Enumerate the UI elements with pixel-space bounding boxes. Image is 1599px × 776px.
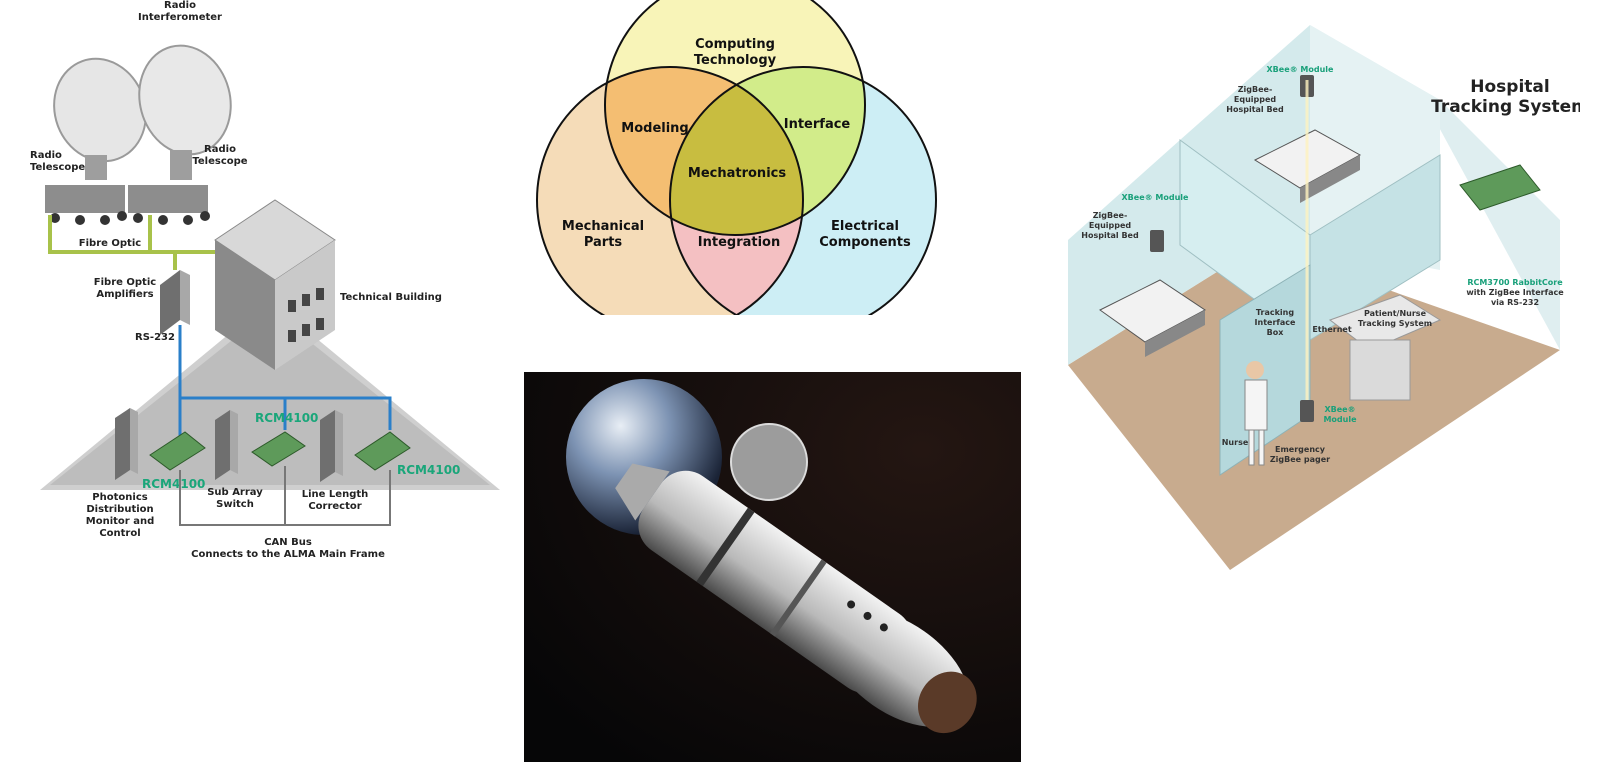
bed-left-label-1: ZigBee- xyxy=(1093,211,1128,220)
bed-top-label-2: Equipped xyxy=(1234,95,1277,104)
electrical-label-2: Components xyxy=(819,235,911,250)
rcm-label-3: via RS-232 xyxy=(1491,298,1539,307)
alma-network-diagram: Fibre Optic Radio Interferometer Radio T… xyxy=(30,0,500,560)
rcm-board-left-icon xyxy=(149,431,206,471)
xbee-module-left-icon xyxy=(1150,230,1164,252)
can-bus-label-1: CAN Bus xyxy=(264,537,312,548)
interface-label: Interface xyxy=(784,117,851,132)
spacecraft-over-earth-icon xyxy=(524,372,1021,762)
fibre-optic-label: Fibre Optic xyxy=(79,238,141,249)
rcm-board-middle-icon xyxy=(251,431,306,467)
rcm-right-label: RCM4100 xyxy=(397,463,460,477)
photonics-label-4: Control xyxy=(99,528,140,539)
line-length-module-icon xyxy=(320,410,343,482)
spacecraft-hull-icon xyxy=(615,463,977,734)
fibre-optic-amplifier-icon xyxy=(160,270,190,335)
mechatronics-label: Mechatronics xyxy=(688,166,786,181)
nurse-label: Nurse xyxy=(1222,438,1249,447)
hospital-title-2: Tracking System xyxy=(1431,97,1580,117)
technical-building-label: Technical Building xyxy=(340,292,442,303)
mechanical-label-1: Mechanical xyxy=(562,219,644,234)
patient-nurse-label-2: Tracking System xyxy=(1358,319,1432,328)
photonics-label-3: Monitor and xyxy=(86,516,154,527)
computing-label-2: Technology xyxy=(694,53,777,68)
electrical-label-1: Electrical xyxy=(831,219,899,234)
line-length-label-1: Line Length xyxy=(302,489,369,500)
photonics-label-1: Photonics xyxy=(92,492,147,503)
sub-array-label-2: Switch xyxy=(216,499,254,510)
radio-interferometer-label-2: Interferometer xyxy=(138,12,222,23)
xbee-pager-label-1: XBee® xyxy=(1324,405,1355,414)
radio-telescope-right-icon xyxy=(128,44,232,225)
hospital-tracking-diagram: Hospital Tracking System XBee® Module Zi… xyxy=(1068,25,1580,570)
xbee-left-label: XBee® Module xyxy=(1122,193,1190,202)
radio-telescope-right-label-1: Radio xyxy=(204,144,236,155)
xbee-pager-icon xyxy=(1300,400,1314,422)
rcm3700-board-icon xyxy=(1459,164,1541,211)
xbee-pager-label-2: Module xyxy=(1323,415,1357,424)
ethernet-label: Ethernet xyxy=(1312,325,1351,334)
rcm-left-label: RCM4100 xyxy=(142,477,205,491)
radio-telescope-left-label-1: Radio xyxy=(30,150,62,161)
radio-telescope-left-icon xyxy=(45,57,147,225)
can-bus-label-2: Connects to the ALMA Main Frame xyxy=(191,549,385,560)
pager-label-2: ZigBee pager xyxy=(1270,455,1330,464)
radio-telescope-right-label-2: Telescope xyxy=(192,156,247,167)
rcm-top-label: RCM4100 xyxy=(255,411,318,425)
rs232-label: RS-232 xyxy=(135,332,175,343)
tracking-box-label-1: Tracking xyxy=(1256,308,1294,317)
radio-interferometer-label-1: Radio xyxy=(164,0,196,11)
hospital-title-1: Hospital xyxy=(1470,77,1549,97)
bed-left-label-3: Hospital Bed xyxy=(1081,231,1139,240)
rcm-label-2: with ZigBee Interface xyxy=(1466,288,1564,297)
pager-label-1: Emergency xyxy=(1275,445,1326,454)
rcm-board-right-icon xyxy=(354,431,411,471)
amplifiers-label-1: Fibre Optic xyxy=(94,277,156,288)
sub-array-label-1: Sub Array xyxy=(207,487,263,498)
radio-telescope-left-label-2: Telescope xyxy=(30,162,85,173)
hospital-bed-left-icon xyxy=(1099,279,1206,357)
bed-top-label-1: ZigBee- xyxy=(1238,85,1273,94)
photonics-module-icon xyxy=(115,408,138,480)
amplifiers-label-2: Amplifiers xyxy=(96,289,153,300)
sub-array-module-icon xyxy=(215,410,238,480)
bed-left-label-2: Equipped xyxy=(1089,221,1132,230)
tracking-box-label-2: Interface xyxy=(1255,318,1296,327)
computing-label-1: Computing xyxy=(695,37,775,52)
line-length-label-2: Corrector xyxy=(308,501,361,512)
antenna-dish-icon xyxy=(730,423,808,501)
photonics-label-2: Distribution xyxy=(86,504,153,515)
mechanical-label-2: Parts xyxy=(584,235,623,250)
technical-building-icon xyxy=(214,199,336,370)
patient-nurse-label-1: Patient/Nurse xyxy=(1364,309,1427,318)
xbee-top-label: XBee® Module xyxy=(1267,65,1335,74)
mechatronics-venn-diagram: Computing Technology Modeling Interface … xyxy=(536,0,937,315)
nurse-figure-icon xyxy=(1244,361,1268,466)
spacecraft-image xyxy=(524,372,1021,762)
tracking-box-label-3: Box xyxy=(1267,328,1285,337)
bed-top-label-3: Hospital Bed xyxy=(1226,105,1284,114)
modeling-label: Modeling xyxy=(621,121,688,136)
integration-label: Integration xyxy=(698,235,780,250)
rcm-label-1: RCM3700 RabbitCore xyxy=(1467,278,1563,287)
